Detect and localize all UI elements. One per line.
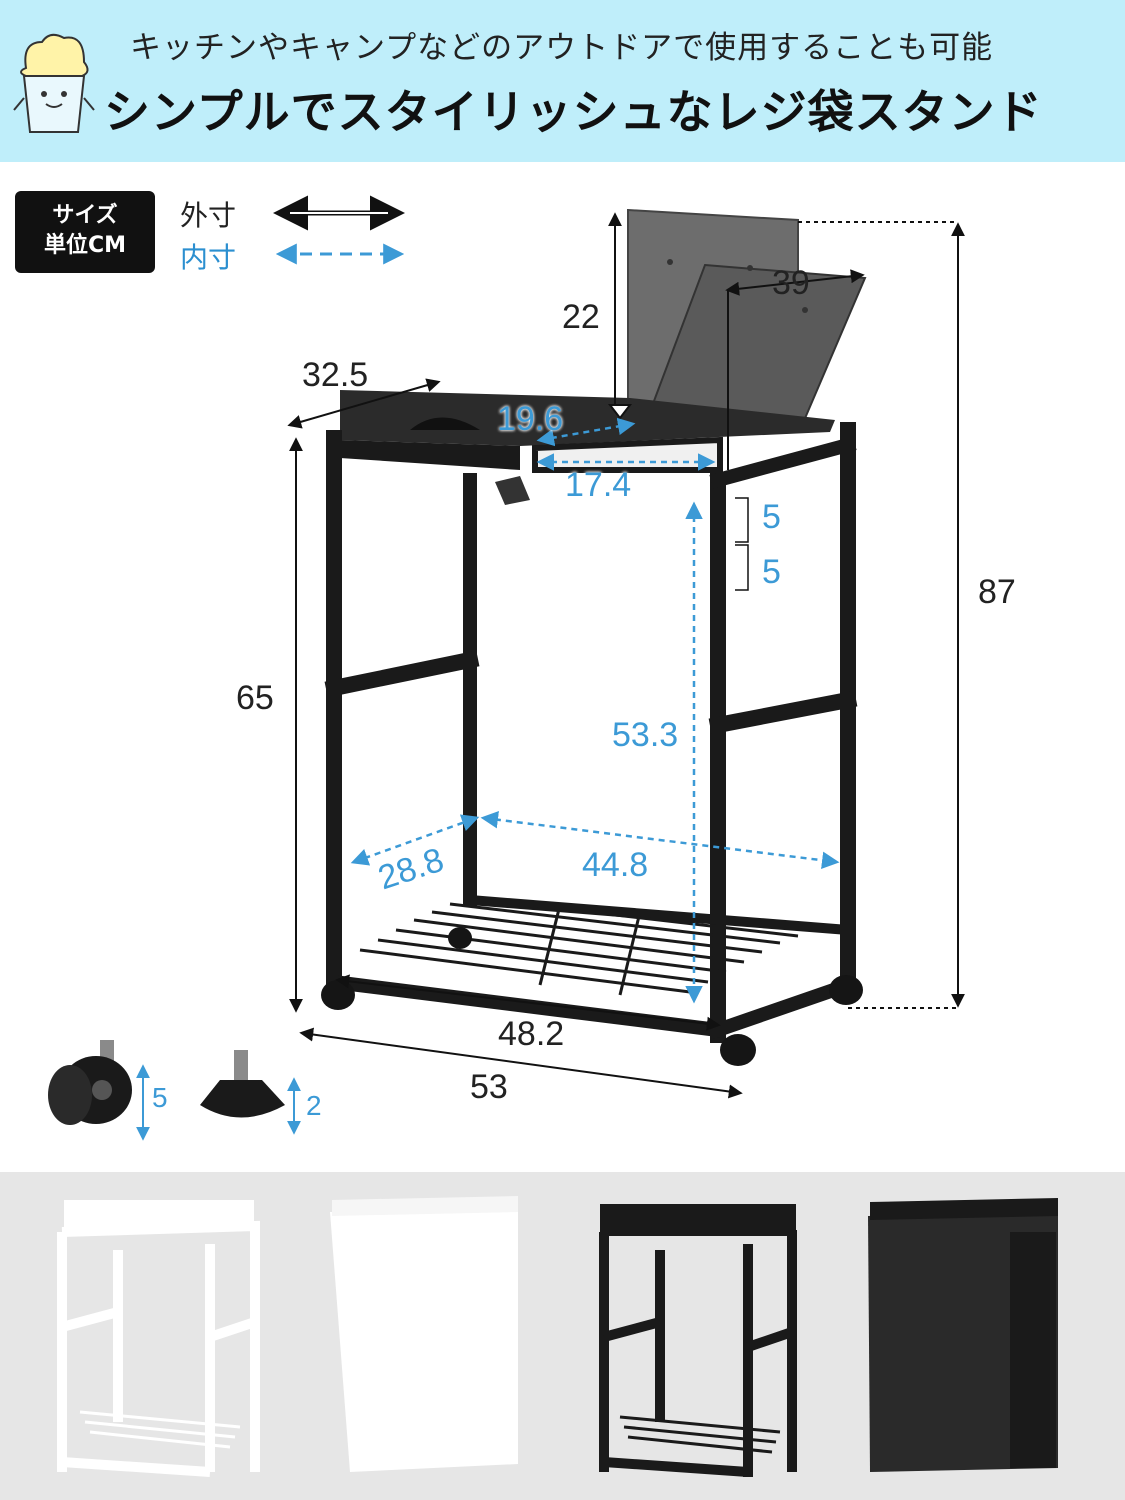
color-variants-strip bbox=[0, 1172, 1125, 1500]
total-height-label: 87 bbox=[978, 573, 1016, 611]
header-banner: キッチンやキャンプなどのアウトドアで使用することも可能 シンプルでスタイリッシュ… bbox=[0, 0, 1125, 162]
lid-inner-depth-label: 19.6 bbox=[497, 400, 564, 438]
depth-label: 32.5 bbox=[302, 356, 369, 394]
caster-detail-icon bbox=[48, 1040, 150, 1141]
caster-height-label: 5 bbox=[152, 1082, 168, 1113]
outer-width-label: 53 bbox=[470, 1068, 508, 1106]
lid-width-label: 39 bbox=[772, 264, 810, 302]
adjust-step-2-label: 5 bbox=[762, 553, 781, 591]
size-unit-badge: サイズ 単位CM bbox=[15, 191, 155, 273]
legend-outer-label: 外寸 bbox=[180, 199, 237, 232]
product-diagram bbox=[48, 195, 965, 1141]
adjust-step-1-label: 5 bbox=[762, 498, 781, 536]
variant-white-cover bbox=[330, 1196, 518, 1472]
base-width-label: 48.2 bbox=[498, 1015, 565, 1053]
lid-height-label: 22 bbox=[562, 298, 600, 336]
header-title: シンプルでスタイリッシュなレジ袋スタンド bbox=[104, 85, 1043, 139]
frame-height-label: 65 bbox=[236, 679, 274, 717]
header-subtitle: キッチンやキャンプなどのアウトドアで使用することも可能 bbox=[130, 30, 994, 66]
inner-height-label: 53.3 bbox=[612, 716, 679, 754]
wire-shelf bbox=[359, 896, 799, 996]
unit-label: 単位CM bbox=[43, 233, 127, 258]
open-lid bbox=[627, 208, 867, 432]
outer-dimension-lines bbox=[287, 212, 965, 1099]
foot-height-label: 2 bbox=[306, 1090, 322, 1121]
adjustable-foot-icon bbox=[200, 1050, 301, 1135]
inner-width-label: 44.8 bbox=[582, 846, 649, 884]
inner-dimension-lines bbox=[350, 417, 840, 1004]
variant-white-frame bbox=[57, 1200, 260, 1477]
legend-inner-label: 内寸 bbox=[180, 241, 237, 274]
mascot-icon bbox=[13, 33, 95, 133]
variant-black-cover bbox=[868, 1198, 1058, 1472]
lid-inner-width-label: 17.4 bbox=[565, 466, 632, 504]
size-label: サイズ bbox=[52, 203, 118, 228]
variant-black-frame bbox=[599, 1204, 797, 1477]
color-variants-graphic bbox=[57, 1196, 1058, 1477]
